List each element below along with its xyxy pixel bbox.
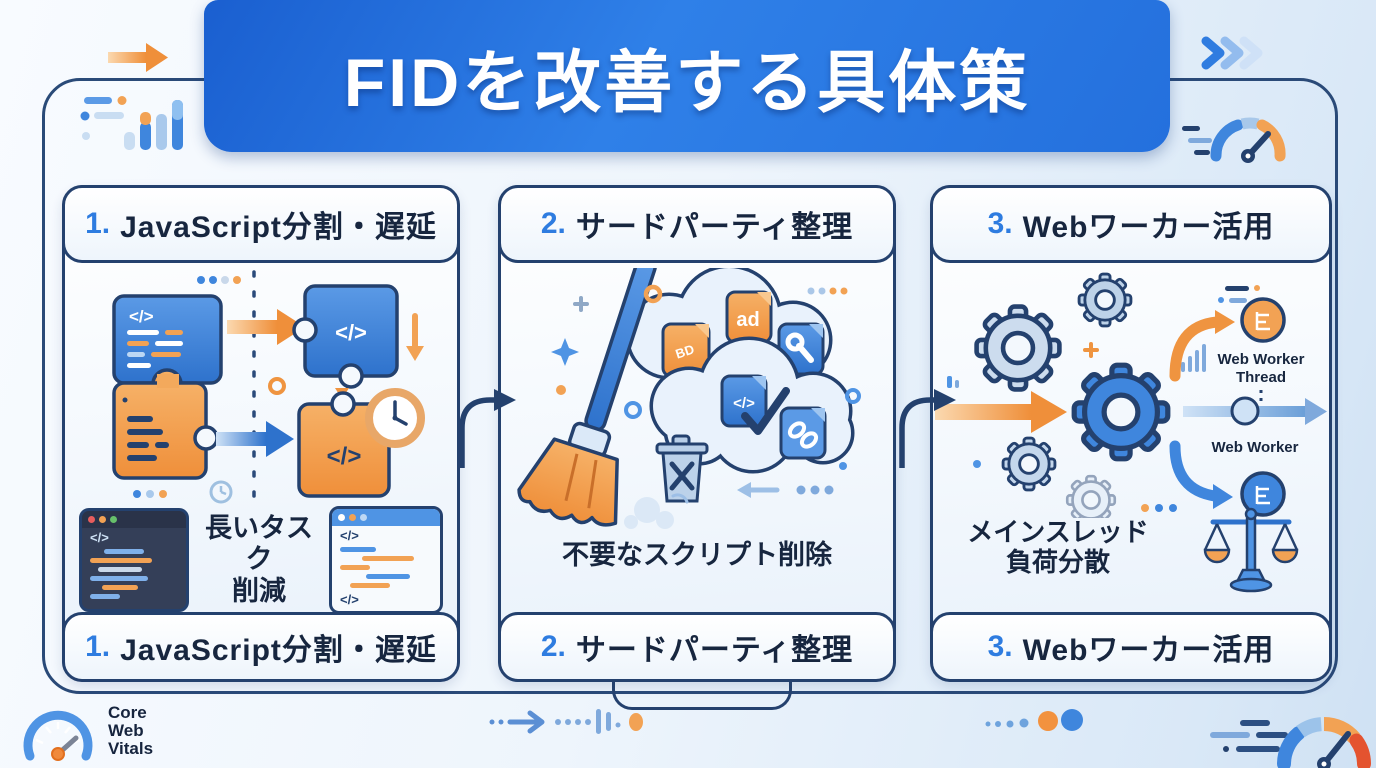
worker-thread-label-1: Web Worker: [1218, 351, 1305, 368]
file-link-icon: [779, 406, 827, 460]
small-clock-icon: [209, 480, 233, 504]
panel-web-worker: 3. Webワーカー活用: [930, 185, 1332, 682]
panel1-number: 1.: [85, 207, 111, 240]
arrow-orange-main: [935, 391, 1067, 433]
panel3-title-box: 3. Webワーカー活用: [930, 185, 1332, 263]
worker-thread-label-2: Thread: [1236, 369, 1286, 386]
panel1-footer-box: 1. JavaScript分割・遅延: [62, 612, 460, 682]
puzzle-blue-right: </>: [292, 284, 399, 389]
mini-bars: [1181, 344, 1206, 372]
panel2-footer-box: 2. サードパーティ整理: [498, 612, 896, 682]
code-lines: [332, 547, 440, 588]
header-banner: FIDを改善する具体策: [204, 0, 1170, 152]
bar-chart-icon: [80, 96, 183, 150]
puzzle-orange-left: [112, 368, 219, 480]
file-ad-icon: ad: [725, 290, 773, 344]
panel3-caption: メインスレッド 負荷分散: [967, 517, 1149, 577]
panel2-title-box: 2. サードパーティ整理: [498, 185, 896, 263]
panel2-illustration: BD ad </>: [517, 268, 861, 529]
worker-label: Web Worker: [1212, 439, 1299, 456]
broom-icon: [517, 268, 657, 527]
arrow-orange: [227, 309, 305, 345]
panel2-title: サードパーティ整理: [575, 211, 854, 244]
arrow-curve-up: [1169, 310, 1235, 382]
trash-icon: [655, 434, 709, 503]
arrow-orange-down: [406, 313, 424, 361]
sparkle-icon: [551, 338, 579, 366]
panel-third-party: 2. サードパーティ整理: [498, 185, 896, 682]
left-arrow-icon: [737, 482, 780, 498]
clock-icon: [365, 388, 425, 448]
bottom-right-gauge-icon: [1210, 717, 1372, 768]
arrow-curve-down: [1169, 440, 1233, 509]
panel3-illustration: Web Worker Thread Web Worker: [935, 272, 1327, 518]
chevrons-icon: [1201, 36, 1263, 70]
right-arrow-icon: [108, 43, 168, 72]
code-window-light: </> </>: [329, 506, 443, 614]
gear-icon: [1001, 436, 1057, 492]
bottom-right-decoration: [985, 709, 1083, 731]
arrow-blue: [216, 421, 294, 457]
panel-javascript-split: 1. JavaScript分割・遅延 </>: [62, 185, 460, 682]
bottom-left-decoration: [489, 709, 643, 734]
panel1-title-box: 1. JavaScript分割・遅延: [62, 185, 460, 263]
panel1-illustration: </>: [112, 270, 425, 504]
gear-icon-main: [1074, 365, 1168, 459]
panel1-caption: 長いタスク 削減: [205, 513, 313, 606]
panel2-caption: 不要なスクリプト削除: [562, 540, 832, 570]
scales-icon: [1201, 506, 1301, 599]
panel-connector-arrow: [459, 389, 516, 468]
svg-text:ad: ad: [736, 309, 759, 331]
panel3-footer-box: 3. Webワーカー活用: [930, 612, 1332, 682]
bottom-connector-tab: [612, 679, 792, 710]
panel2-number: 2.: [540, 207, 566, 240]
logo-text: Core Web Vitals: [108, 702, 154, 758]
gear-icon: [1077, 272, 1133, 328]
worker-node: [1240, 471, 1286, 517]
panel3-title: Webワーカー活用: [1022, 211, 1275, 244]
puzzle-blue-left: </>: [112, 294, 223, 385]
speed-gauge-icon: [1182, 117, 1286, 163]
file-tag-icon: BD: [661, 322, 711, 378]
panel-connector-arrow: [899, 389, 956, 468]
arrow-straight: [1183, 396, 1327, 426]
svg-text:</>: </>: [335, 320, 367, 345]
worker-thread-node: [1240, 297, 1286, 343]
gear-icon: [1065, 474, 1117, 518]
file-code-icon: </>: [720, 374, 768, 428]
code-window-dark: </>: [79, 508, 189, 612]
page-title: FIDを改善する具体策: [343, 44, 1031, 121]
dust-puffs: [624, 493, 689, 529]
svg-text:BD: BD: [674, 341, 696, 361]
panel1-code-windows: </> 長いタスク 削減 </>: [79, 506, 443, 614]
svg-text:</>: </>: [327, 443, 362, 470]
code-lines: [82, 549, 186, 599]
svg-text:</>: </>: [733, 395, 755, 412]
gauge-logo-icon: [23, 710, 93, 761]
checkmark-icon: [741, 387, 790, 435]
core-web-vitals-logo: Core Web Vitals: [14, 696, 153, 766]
panel3-number: 3.: [987, 207, 1013, 240]
panel1-title: JavaScript分割・遅延: [120, 211, 437, 244]
svg-text:</>: </>: [129, 307, 154, 326]
gear-icon: [977, 307, 1060, 390]
